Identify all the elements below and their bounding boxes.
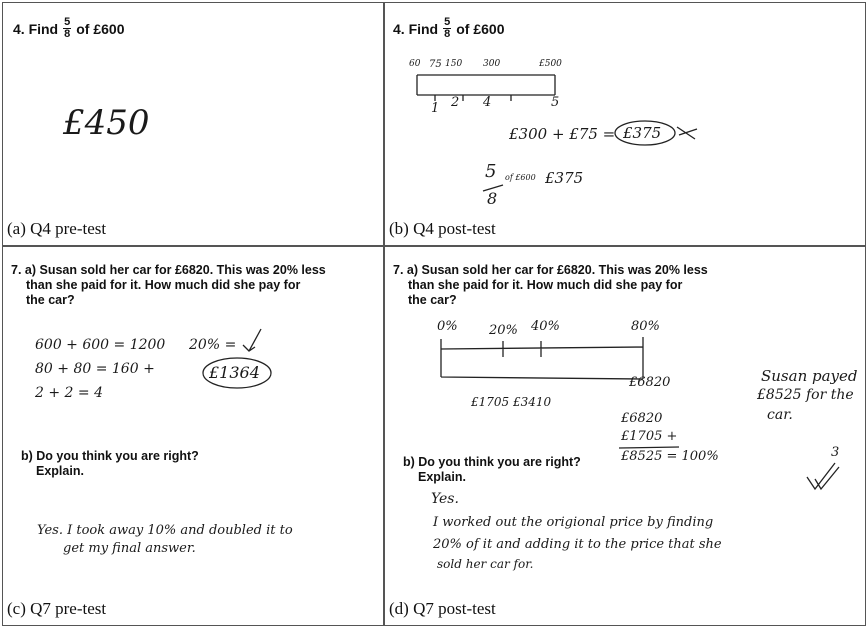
fraction-numerator: 5: [443, 16, 452, 29]
question-part-b: b) Do you think you are right? Explain.: [403, 455, 581, 485]
fraction-denominator: 8: [64, 28, 71, 40]
answer-circle: [202, 357, 272, 389]
fraction-denominator: 8: [444, 28, 451, 40]
bar-label-top: 75: [429, 59, 442, 70]
question-prefix: 4. Find: [13, 20, 59, 37]
bar-model-drawing: [416, 74, 556, 101]
sum-working: £300 + £75 =: [509, 125, 616, 143]
question-title: 4. Find 5 8 of £600: [13, 17, 125, 40]
calculation-line: £6820: [621, 411, 663, 426]
side-note-line: Susan payed: [761, 367, 858, 385]
panel-q7-post-test: 7. a) Susan sold her car for £6820. This…: [384, 246, 866, 626]
question-line: Explain.: [36, 464, 84, 478]
handwritten-answer: £450: [63, 103, 150, 143]
bar-model-drawing: [440, 337, 644, 380]
question-title: 4. Find 5 8 of £600: [393, 17, 505, 40]
bar-label-bottom: 4: [483, 95, 492, 110]
explanation-line: sold her car for.: [437, 557, 534, 571]
question-line: than she paid for it. How much did she p…: [26, 278, 301, 292]
question-line: b) Do you think you are right?: [403, 455, 581, 469]
bar-label-bottom: £6820: [629, 375, 671, 390]
bar-label-top: 60: [409, 59, 421, 69]
fraction: 5 8: [443, 16, 452, 40]
teacher-mark: 3: [831, 445, 840, 460]
bar-label-top: 80%: [631, 319, 660, 334]
fraction-denominator: 8: [487, 189, 498, 208]
bar-label-bottom: 5: [551, 95, 560, 110]
sum-underline: [618, 446, 680, 449]
question-line: 7. a) Susan sold her car for £6820. This…: [393, 263, 708, 277]
question-text: 7. a) Susan sold her car for £6820. This…: [11, 263, 371, 308]
question-line: the car?: [26, 293, 75, 307]
question-line: Explain.: [418, 470, 466, 484]
panel-caption: (d) Q7 post-test: [389, 599, 496, 618]
panel-q4-pre-test: 4. Find 5 8 of £600 £450 (a) Q4 pre-test: [2, 2, 384, 246]
question-line: 7. a) Susan sold her car for £6820. This…: [11, 263, 326, 277]
bar-label-bottom: £3410: [513, 395, 552, 409]
percent-working: 20% =: [189, 337, 237, 353]
fraction-of-text: of £600: [505, 173, 536, 182]
circled-answer: £1364: [209, 363, 260, 382]
fraction-result: £375: [545, 169, 584, 187]
bar-label-bottom: £1705: [471, 395, 510, 409]
panel-caption: (c) Q7 pre-test: [7, 599, 107, 618]
explanation-line: I worked out the origional price by find…: [433, 515, 714, 530]
fraction: 5 8: [63, 16, 72, 40]
bar-label-bottom: 1: [431, 101, 440, 116]
bar-label-bottom: 2: [451, 95, 460, 110]
working-line: 80 + 80 = 160 +: [35, 361, 155, 377]
working-line: 600 + 600 = 1200: [35, 337, 166, 353]
question-suffix: of £600: [76, 20, 125, 37]
bar-label-top: 0%: [437, 319, 458, 334]
question-line: b) Do you think you are right?: [21, 449, 199, 463]
calculation-line: £1705 +: [621, 429, 678, 444]
panel-caption: (a) Q4 pre-test: [7, 219, 107, 238]
panel-q4-post-test: 4. Find 5 8 of £600 60 75 150 300 £500 1…: [384, 2, 866, 246]
side-note-line: £8525 for the: [757, 387, 854, 403]
question-text: 7. a) Susan sold her car for £6820. This…: [393, 263, 753, 308]
bar-label-top: 40%: [531, 319, 560, 334]
calculation-line: £8525 = 100%: [621, 449, 719, 464]
arrow-mark: [242, 328, 262, 352]
question-prefix: 4. Find: [393, 20, 439, 37]
working-line: 2 + 2 = 4: [35, 385, 103, 401]
bar-label-top: 300: [483, 59, 501, 69]
fraction-bar: [482, 184, 504, 192]
panel-caption: (b) Q4 post-test: [389, 219, 496, 238]
bar-label-top: £500: [539, 59, 562, 69]
bar-label-top: 20%: [489, 323, 518, 338]
question-line: the car?: [408, 293, 457, 307]
explanation-line: get my final answer.: [63, 541, 196, 556]
question-line: than she paid for it. How much did she p…: [408, 278, 683, 292]
fraction-numerator: 5: [63, 16, 72, 29]
side-note-line: car.: [767, 407, 793, 423]
question-suffix: of £600: [456, 20, 505, 37]
explanation-line: Yes.: [431, 491, 459, 507]
bar-label-top: 150: [445, 59, 463, 69]
explanation-line: 20% of it and adding it to the price tha…: [433, 537, 722, 552]
sum-result: £375: [623, 124, 662, 142]
fraction-numerator: 5: [485, 161, 497, 182]
explanation-line: Yes. I took away 10% and doubled it to: [37, 523, 293, 538]
question-part-b: b) Do you think you are right? Explain.: [21, 449, 199, 479]
panel-q7-pre-test: 7. a) Susan sold her car for £6820. This…: [2, 246, 384, 626]
tick-mark-icon: [806, 462, 840, 491]
answer-circle: [614, 120, 698, 146]
